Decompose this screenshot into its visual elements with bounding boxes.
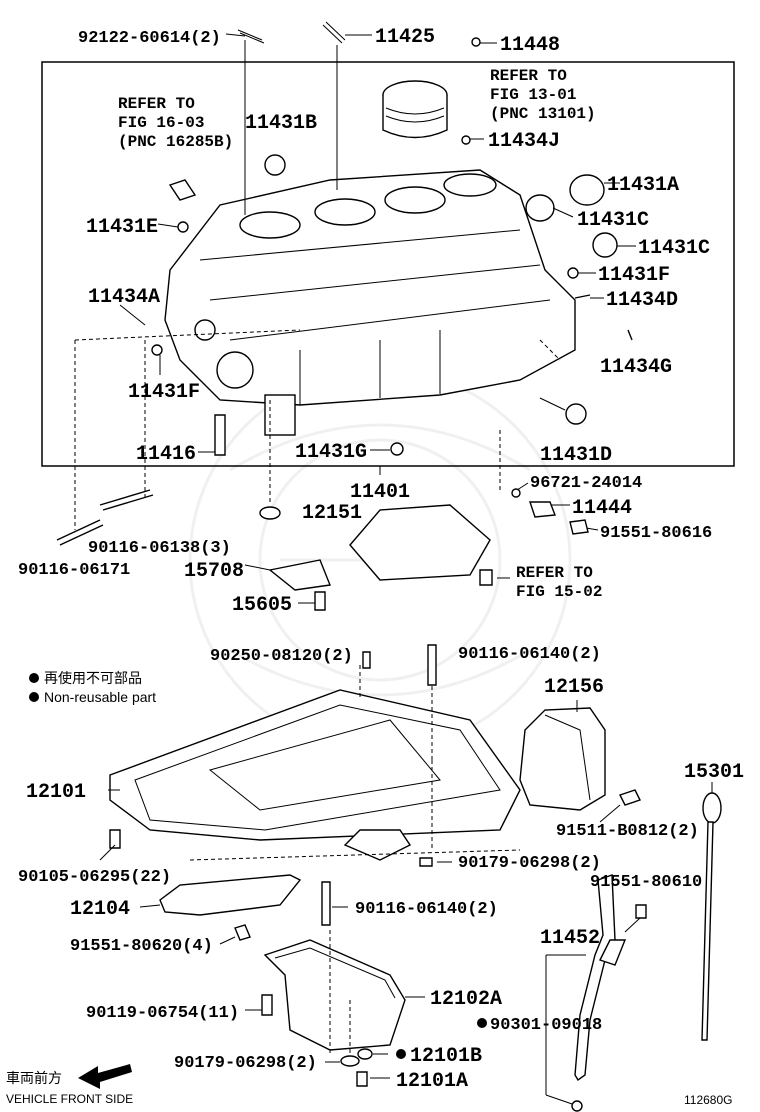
label-11425: 11425 <box>375 26 435 49</box>
drain-parts <box>245 994 390 1087</box>
label-12104: 12104 <box>70 898 130 921</box>
label-12101: 12101 <box>26 781 86 804</box>
legend-en: Non-reusable part <box>44 689 156 705</box>
label-11431g: 11431G <box>295 441 367 464</box>
label-92122: 92122-60614(2) <box>78 29 221 48</box>
oil-pan-lower <box>263 930 425 1060</box>
label-12101b: 12101B <box>410 1045 482 1068</box>
bullet-icon <box>29 673 39 683</box>
label-11434d: 11434D <box>606 289 678 312</box>
label-11416: 11416 <box>136 443 196 466</box>
label-12102a: 12102A <box>430 988 502 1011</box>
stud-90116-06140 <box>321 881 348 926</box>
cylinder-block <box>164 169 576 436</box>
dipstick <box>701 782 722 1041</box>
label-90301: 90301-09018 <box>490 1016 602 1035</box>
fig-ref-label: FIG 16-03 <box>118 114 204 132</box>
label-11431f: 11431F <box>128 381 200 404</box>
label-90119: 90119-06754(11) <box>86 1004 239 1023</box>
label-11431c: 11431C <box>577 209 649 232</box>
bullet-icon <box>396 1049 406 1059</box>
dipstick-guide <box>545 874 647 1112</box>
label-12156: 12156 <box>544 676 604 699</box>
vehicle-front-jp: 車両前方 <box>6 1070 62 1086</box>
label-11434a: 11434A <box>88 286 160 309</box>
bolt-91551-80620 <box>219 924 251 945</box>
label-11434g: 11434G <box>600 356 672 379</box>
bullet-icons <box>29 673 487 1059</box>
label-91551-80610: 91551-80610 <box>590 873 702 892</box>
legend-jp: 再使用不可部品 <box>44 670 142 686</box>
label-11431b: 11431B <box>245 112 317 135</box>
label-11431e: 11431E <box>86 216 158 239</box>
label-90179: 90179-06298(2) <box>174 1054 317 1073</box>
oil-pan-studs <box>362 644 437 686</box>
label-90116-06140: 90116-06140(2) <box>355 900 498 919</box>
label-11434j: 11434J <box>488 130 560 153</box>
refer-to-label: REFER TO <box>118 95 195 113</box>
plugs <box>151 37 633 456</box>
label-12151: 12151 <box>302 502 362 525</box>
pnc-ref-label: (PNC 13101) <box>490 105 596 123</box>
label-90179: 90179-06298(2) <box>458 854 601 873</box>
label-11452: 11452 <box>540 927 600 950</box>
label-11431f: 11431F <box>598 264 670 287</box>
label-15708: 15708 <box>184 560 244 583</box>
label-11444: 11444 <box>572 497 632 520</box>
plate-12104 <box>139 874 302 916</box>
engine-block-frame <box>41 61 735 467</box>
label-15301: 15301 <box>684 761 744 784</box>
label-90105: 90105-06295(22) <box>18 868 171 887</box>
label-15605: 15605 <box>232 594 292 617</box>
bullet-icon <box>29 692 39 702</box>
vehicle-front-arrow-icon <box>78 1064 132 1089</box>
refer-to-label: REFER TO <box>516 564 593 582</box>
label-11401: 11401 <box>350 481 410 504</box>
label-11431c: 11431C <box>638 237 710 260</box>
top-studs <box>237 21 346 44</box>
label-90116-06171: 90116-06171 <box>18 561 130 580</box>
label-96721: 96721-24014 <box>530 474 642 493</box>
lower-fasteners <box>56 414 589 611</box>
label-11431d: 11431D <box>540 444 612 467</box>
oil-pan-upper <box>109 665 521 861</box>
bullet-icon <box>477 1018 487 1028</box>
piston <box>382 80 448 139</box>
label-90116-06140: 90116-06140(2) <box>458 645 601 664</box>
pnc-ref-label: (PNC 16285B) <box>118 133 233 151</box>
pan-bolts <box>99 789 641 867</box>
fig-ref-label: FIG 13-01 <box>490 86 576 104</box>
label-12101a: 12101A <box>396 1070 468 1093</box>
label-91551-80616: 91551-80616 <box>600 524 712 543</box>
label-11448: 11448 <box>500 34 560 57</box>
fig-ref-label: FIG 15-02 <box>516 583 602 601</box>
figure-code: 112680G <box>684 1093 733 1107</box>
vehicle-front-en: VEHICLE FRONT SIDE <box>6 1092 133 1106</box>
label-90250: 90250-08120(2) <box>210 647 353 666</box>
label-11431a: 11431A <box>607 174 679 197</box>
refer-to-label: REFER TO <box>490 67 567 85</box>
label-91551-80620: 91551-80620(4) <box>70 937 213 956</box>
baffle-12156 <box>519 700 606 811</box>
label-90116-06138: 90116-06138(3) <box>88 539 231 558</box>
label-91511: 91511-B0812(2) <box>556 822 699 841</box>
leader-lines <box>74 33 636 531</box>
